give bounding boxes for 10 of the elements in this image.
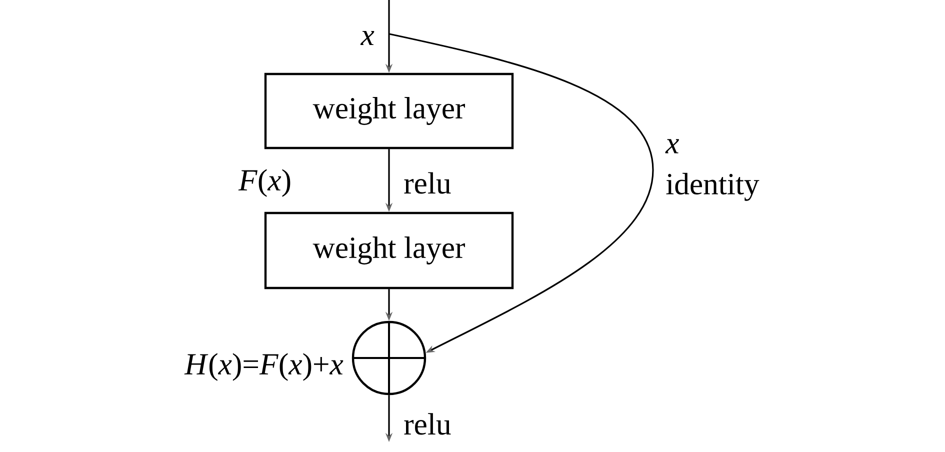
edge-label: relu (404, 172, 451, 194)
node-caption: H(x)=F(x)+x (184, 353, 344, 381)
process-box: weight layer (264, 212, 514, 290)
process-box: weight layer (264, 72, 514, 150)
edge-label: relu (404, 413, 451, 435)
edge-label: x identity (665, 139, 760, 201)
formula-label: F(x) (238, 169, 290, 197)
edge-label: x (360, 30, 374, 46)
curved-arrow (389, 33, 654, 353)
summation-circle (352, 320, 426, 396)
